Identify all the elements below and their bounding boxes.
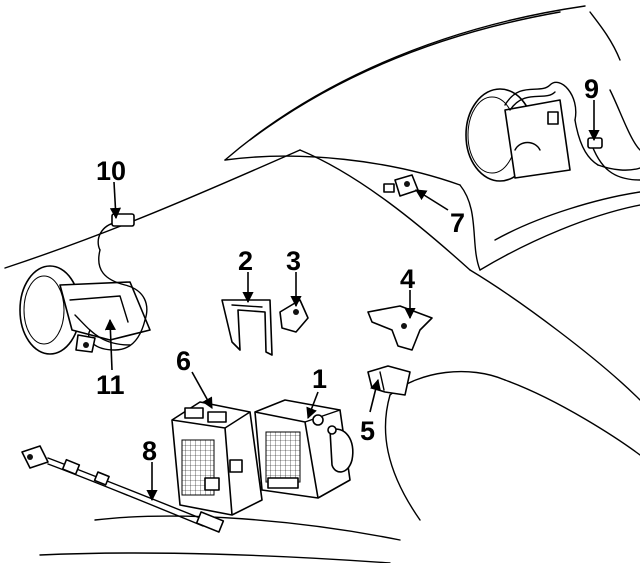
callout-3: 3 [286, 246, 301, 276]
callout-1: 1 [312, 364, 327, 394]
callout-11: 11 [96, 370, 125, 400]
part-8-speed-sensor-cable [21, 445, 225, 533]
part-6-control-module [171, 401, 263, 516]
part-7-sensor [383, 174, 419, 197]
part-2-bracket [221, 299, 273, 356]
callout-10: 10 [96, 156, 126, 186]
callout-labels: 1 2 3 4 5 6 7 8 9 10 11 [96, 74, 599, 466]
callout-9: 9 [584, 74, 599, 104]
part-5-clip [367, 365, 411, 396]
part-9-booster-harness [465, 81, 640, 182]
part-1-modulator-unit [254, 399, 354, 499]
part-4-bracket [367, 305, 433, 351]
callout-7: 7 [450, 208, 465, 238]
callout-2: 2 [238, 246, 253, 276]
callout-6: 6 [176, 346, 191, 376]
callout-5: 5 [360, 416, 375, 446]
car-body-outline [4, 5, 640, 563]
part-3-clip [279, 299, 309, 333]
callout-4: 4 [400, 264, 415, 294]
part-10-11-left-sensor-harness [19, 213, 151, 355]
leader-lines [104, 100, 600, 502]
callout-8: 8 [142, 436, 157, 466]
